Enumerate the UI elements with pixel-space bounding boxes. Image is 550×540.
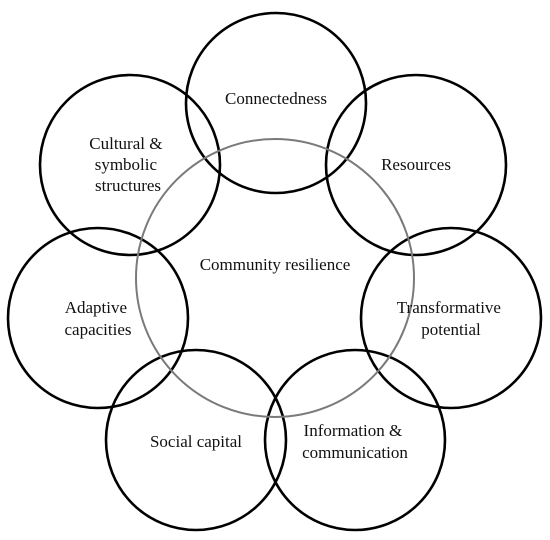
transformative-potential-circle: [359, 226, 543, 410]
information-communication-label: Information & communication: [302, 421, 408, 462]
connectedness-circle: [184, 11, 368, 195]
connectedness-label: Connectedness: [225, 89, 327, 108]
resources-label: Resources: [381, 155, 451, 174]
adaptive-capacities-label: Adaptive capacities: [64, 298, 131, 339]
cultural-symbolic-structures-circle: [38, 73, 222, 257]
community-resilience-label: Community resilience: [200, 255, 351, 274]
transformative-potential-label: Transformative potential: [397, 298, 505, 339]
adaptive-capacities-circle: [6, 226, 190, 410]
information-communication-circle: [263, 348, 447, 532]
resources-circle: [324, 73, 508, 257]
social-capital-circle: [104, 348, 288, 532]
cultural-symbolic-structures-label: Cultural & symbolic structures: [89, 134, 166, 195]
social-capital-label: Social capital: [150, 432, 242, 451]
community-resilience-circle: [135, 138, 415, 418]
